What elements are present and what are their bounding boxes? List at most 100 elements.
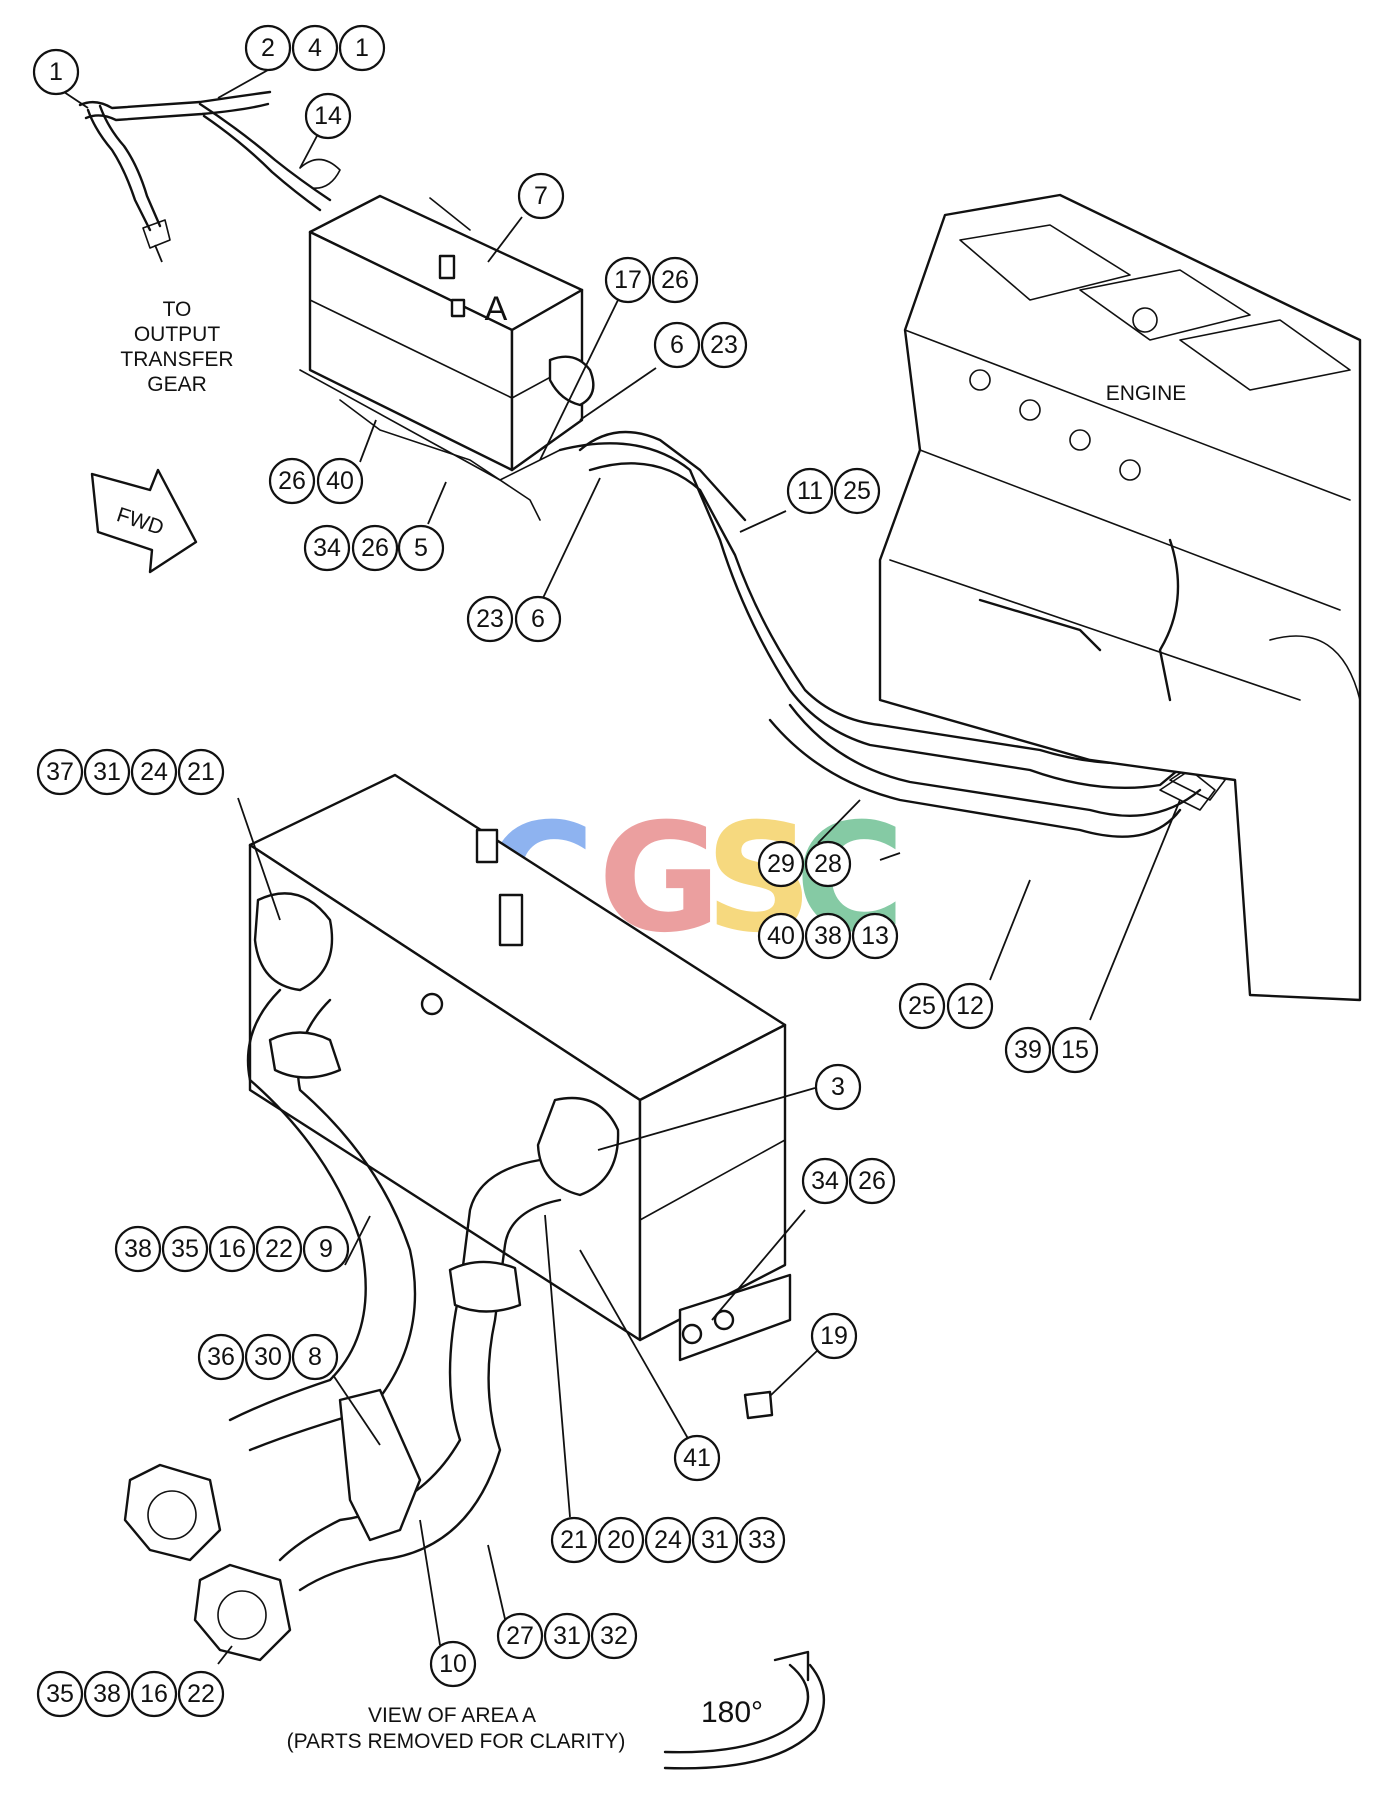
output-transfer-hose [78, 90, 341, 249]
callout-1: 1 [32, 48, 80, 96]
callout-number: 24 [140, 758, 168, 786]
label-engine: ENGINE [1106, 382, 1187, 405]
callout-number: 4 [308, 34, 322, 62]
callout-40-38-13: 40 38 13 [757, 912, 899, 960]
callout-number: 11 [797, 477, 823, 505]
callout-number: 10 [439, 1650, 467, 1678]
callout-29-28: 29 28 [757, 840, 852, 888]
leader-lines [63, 69, 1181, 1665]
engine-block [878, 193, 1362, 1002]
callout-number: 26 [858, 1167, 886, 1195]
callout-number: 24 [654, 1526, 682, 1554]
callout-19: 19 [810, 1312, 858, 1360]
callout-number: 40 [767, 922, 795, 950]
callout-number: 21 [187, 758, 215, 786]
callout-number: 31 [93, 758, 121, 786]
callout-number: 19 [820, 1322, 848, 1350]
callout-number: 6 [531, 605, 545, 633]
callout-34-26-b: 34 26 [801, 1157, 896, 1205]
callout-number: 35 [171, 1235, 199, 1263]
callout-number: 22 [265, 1235, 293, 1263]
callout-7: 7 [517, 172, 565, 220]
callout-number: 22 [187, 1680, 215, 1708]
callout-number: 16 [218, 1235, 246, 1263]
note-to-output-2: OUTPUT [134, 323, 221, 346]
lower-hoses [123, 988, 562, 1662]
callout-21-20-24-31-33: 21 20 24 31 33 [550, 1516, 786, 1564]
rotate-180-icon [663, 1650, 826, 1770]
view-title-line2: (PARTS REMOVED FOR CLARITY) [287, 1730, 626, 1753]
callout-38-35-16-22-9: 38 35 16 22 9 [114, 1225, 350, 1273]
callout-number: 31 [553, 1622, 581, 1650]
callout-number: 20 [607, 1526, 635, 1554]
callout-26-40: 26 40 [268, 457, 364, 505]
callout-number: 33 [748, 1526, 776, 1554]
callout-3: 3 [814, 1063, 862, 1111]
callout-number: 28 [814, 850, 842, 878]
callout-number: 30 [254, 1343, 282, 1371]
callout-number: 1 [355, 34, 369, 62]
callout-number: 21 [560, 1526, 588, 1554]
callout-number: 12 [956, 992, 984, 1020]
callout-number: 27 [506, 1622, 534, 1650]
leader-to-output [154, 244, 163, 263]
callout-number: 17 [614, 266, 642, 294]
callout-number: 23 [710, 331, 738, 359]
callout-11-25: 11 25 [786, 467, 881, 515]
callout-number: 23 [476, 605, 504, 633]
callout-10: 10 [429, 1640, 477, 1688]
callout-34-26-5: 34 26 5 [303, 524, 445, 572]
callout-number: 36 [207, 1343, 235, 1371]
callout-number: 3 [831, 1073, 845, 1101]
callout-number: 40 [326, 467, 354, 495]
note-to-output-1: TO [163, 298, 192, 321]
callout-number: 39 [1014, 1036, 1042, 1064]
callout-number: 8 [308, 1343, 322, 1371]
callout-number: 2 [261, 34, 275, 62]
callout-number: 38 [124, 1235, 152, 1263]
note-to-output-4: GEAR [147, 373, 207, 396]
engine-return-hose [558, 430, 1226, 838]
callout-25-12: 25 12 [898, 982, 994, 1030]
callout-number: 16 [140, 1680, 168, 1708]
callout-number: 31 [701, 1526, 729, 1554]
callout-number: 32 [600, 1622, 628, 1650]
callout-36-30-8: 36 30 8 [197, 1333, 339, 1381]
callout-number: 34 [811, 1167, 839, 1195]
callout-number: 9 [319, 1235, 333, 1263]
callout-number: 26 [661, 266, 689, 294]
callout-number: 25 [843, 477, 871, 505]
callout-6-23: 6 23 [653, 321, 748, 369]
callout-41: 41 [673, 1434, 721, 1482]
callout-number: 41 [683, 1444, 711, 1472]
upper-cooler [299, 194, 595, 521]
callout-number: 26 [361, 534, 389, 562]
callout-23-6: 23 6 [466, 595, 562, 643]
callout-14: 14 [304, 92, 352, 140]
callout-number: 38 [93, 1680, 121, 1708]
callout-2-4-1: 2 4 1 [244, 24, 386, 72]
callout-number: 7 [534, 182, 548, 210]
callout-number: 37 [46, 758, 74, 786]
callout-number: 6 [670, 331, 684, 359]
callout-number: 38 [814, 922, 842, 950]
area-letter-a: A [485, 290, 508, 328]
callout-number: 14 [314, 102, 342, 130]
fwd-arrow-icon: FWD [90, 468, 198, 574]
callout-17-26: 17 26 [604, 256, 699, 304]
callout-27-31-32: 27 31 32 [496, 1612, 638, 1660]
callout-39-15: 39 15 [1004, 1026, 1099, 1074]
view-title-line1: VIEW OF AREA A [368, 1704, 536, 1727]
callout-number: 13 [861, 922, 889, 950]
callout-37-31-24-21: 37 31 24 21 [36, 748, 225, 796]
callout-number: 29 [767, 850, 795, 878]
note-to-output-3: TRANSFER [120, 348, 233, 371]
callout-number: 15 [1061, 1036, 1089, 1064]
callout-number: 35 [46, 1680, 74, 1708]
callout-number: 1 [49, 58, 63, 86]
lower-cooler [248, 773, 792, 1420]
callout-number: 5 [414, 534, 428, 562]
callout-number: 26 [278, 467, 306, 495]
callout-number: 25 [908, 992, 936, 1020]
